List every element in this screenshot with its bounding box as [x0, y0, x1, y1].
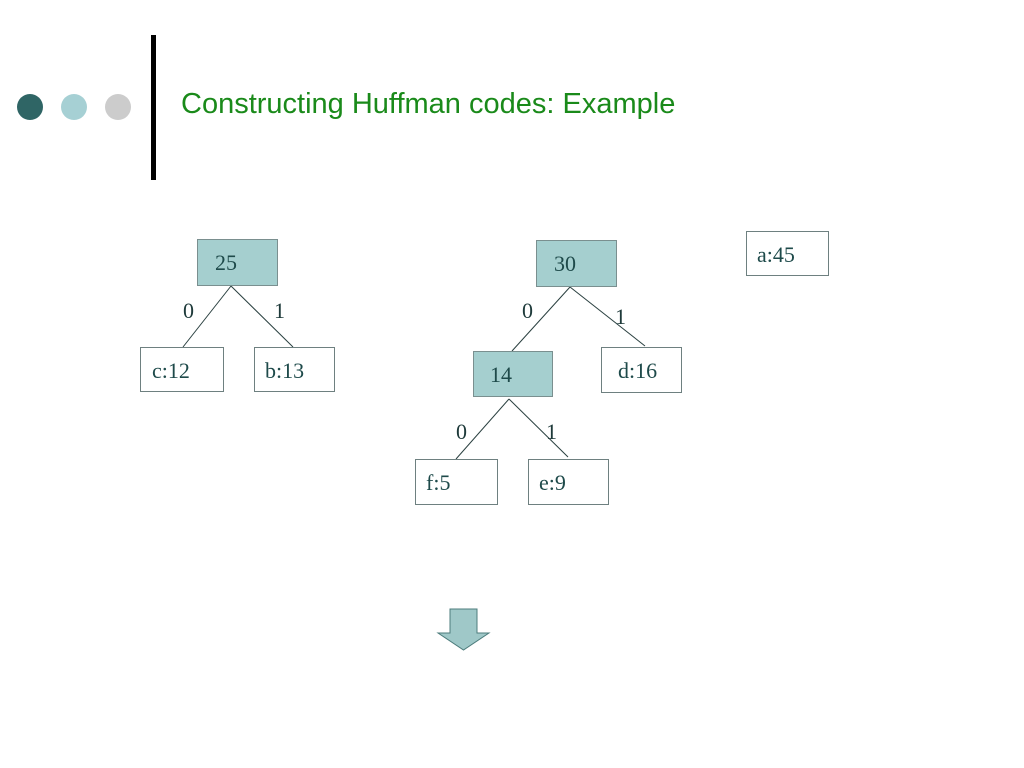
node-14-label: 14 [490, 362, 512, 387]
title-divider [151, 35, 156, 180]
leaf-e9-label: e:9 [539, 470, 566, 495]
edge-label-30-left: 0 [522, 298, 533, 323]
node-14: 14 [473, 351, 553, 397]
node-30-label: 30 [554, 251, 576, 276]
bullet-dot-gray [105, 94, 131, 120]
edge-label-14-left: 0 [456, 419, 467, 444]
edge-14-f [455, 398, 510, 460]
leaf-f5-label: f:5 [426, 470, 451, 495]
slide-title: Constructing Huffman codes: Example [181, 88, 676, 120]
leaf-f5: f:5 [415, 459, 498, 505]
leaf-c12: c:12 [140, 347, 224, 392]
edge-25-b [230, 285, 294, 348]
edge-label-14-right: 1 [546, 419, 557, 444]
edge-label-25-right: 1 [274, 298, 285, 323]
node-30: 30 [536, 240, 617, 287]
edge-14-e [508, 398, 569, 458]
edge-25-c [182, 285, 232, 348]
leaf-c12-label: c:12 [152, 358, 190, 383]
node-25-label: 25 [215, 250, 237, 275]
leaf-d16: d:16 [601, 347, 682, 393]
leaf-b13: b:13 [254, 347, 335, 392]
leaf-a45-label: a:45 [757, 242, 795, 267]
edge-label-25-left: 0 [183, 298, 194, 323]
leaf-a45: a:45 [746, 231, 829, 276]
leaf-d16-label: d:16 [618, 358, 658, 383]
bullet-dot-teal [61, 94, 87, 120]
node-25: 25 [197, 239, 278, 286]
bullet-dot-dark [17, 94, 43, 120]
leaf-b13-label: b:13 [265, 358, 305, 383]
edge-30-d [569, 286, 646, 347]
edge-30-14 [511, 286, 571, 352]
down-arrow-icon [436, 608, 491, 651]
edge-label-30-right: 1 [615, 304, 626, 329]
leaf-e9: e:9 [528, 459, 609, 505]
